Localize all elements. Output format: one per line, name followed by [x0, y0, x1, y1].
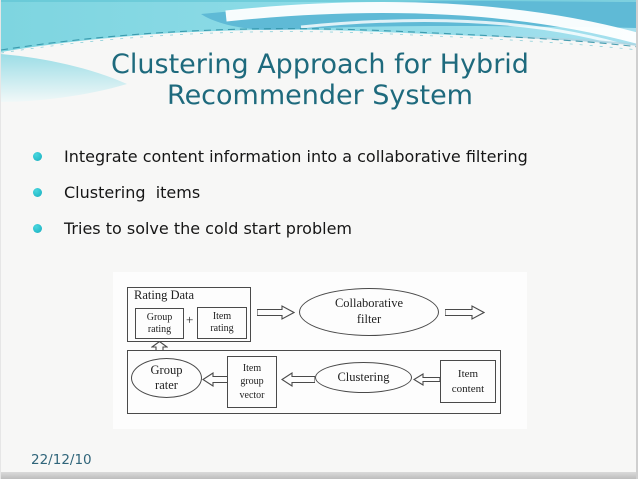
- arrow-right-icon: [445, 305, 485, 320]
- bullet-dot-icon: [33, 224, 42, 233]
- slide-title: Clustering Approach for Hybrid Recommend…: [111, 49, 529, 112]
- bullet-dot-icon: [33, 188, 42, 197]
- arrow-left-icon: [202, 372, 228, 387]
- group-rater-ellipse: Group rater: [131, 358, 202, 398]
- bottom-shadow-bar: [1, 472, 638, 479]
- slide-date: 22/12/10: [31, 452, 92, 468]
- item-rating-box: Item rating: [197, 307, 247, 339]
- bullet-text: Tries to solve the cold start problem: [64, 219, 352, 238]
- right-edge-line: [636, 0, 638, 479]
- item-content-box: Item content: [440, 360, 496, 403]
- bullet-text: Integrate content information into a col…: [64, 147, 528, 166]
- bullet-list: Integrate content information into a col…: [33, 147, 528, 255]
- group-rating-box: Group rating: [135, 308, 184, 339]
- bullet-item: Tries to solve the cold start problem: [33, 219, 528, 238]
- bullet-text: Clustering items: [64, 183, 201, 202]
- arrow-left-icon: [413, 373, 440, 386]
- clustering-ellipse: Clustering: [315, 362, 412, 393]
- bullet-dot-icon: [33, 152, 42, 161]
- arrow-left-icon: [281, 372, 315, 387]
- bullet-item: Integrate content information into a col…: [33, 147, 528, 166]
- wave-header-graphic: [1, 0, 638, 112]
- collaborative-filter-ellipse: Collaborative filter: [299, 288, 439, 336]
- plus-sign: +: [186, 312, 194, 327]
- item-group-vector-box: Item group vector: [227, 356, 277, 408]
- bullet-item: Clustering items: [33, 183, 528, 202]
- rating-data-label: Rating Data: [134, 288, 195, 302]
- arrow-right-icon: [257, 305, 295, 320]
- recommender-flow-diagram: Rating Data Group rating + Item rating C…: [113, 272, 527, 429]
